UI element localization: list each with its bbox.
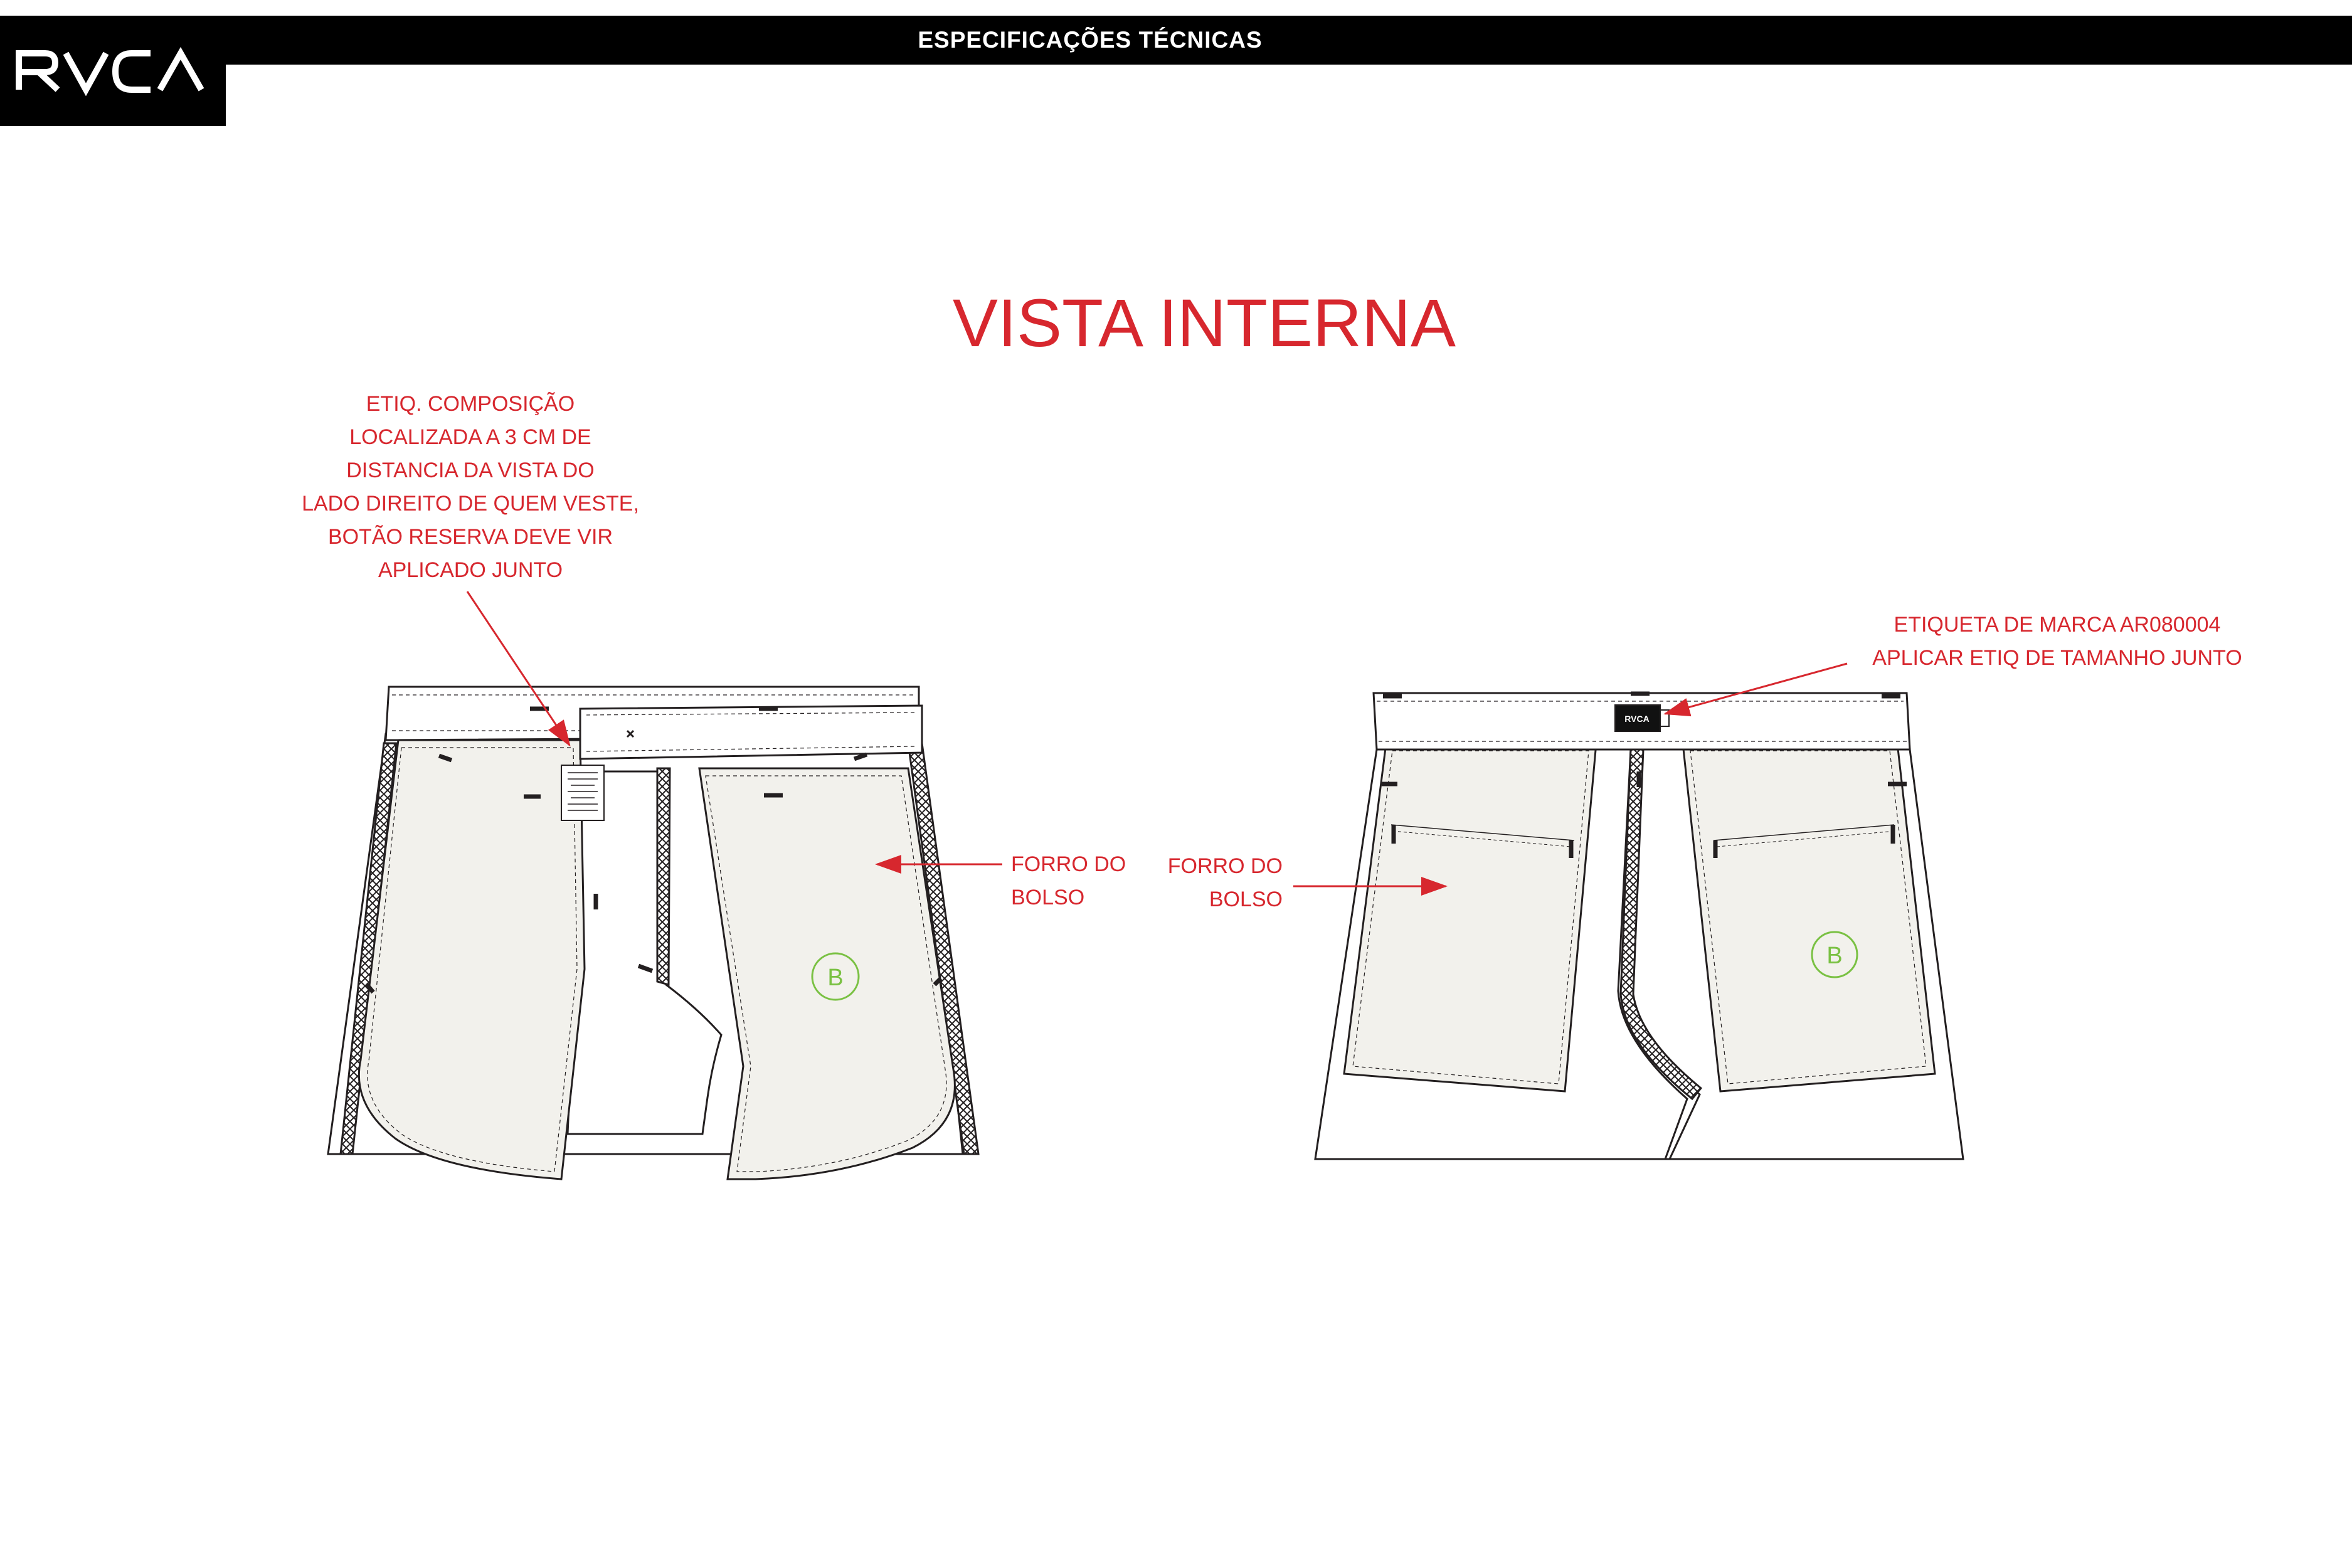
front-b-badge-label: B <box>827 965 843 991</box>
front-button-icon <box>626 729 635 738</box>
front-fly-zipper <box>656 767 671 986</box>
brand-label-arrow <box>1663 662 1848 717</box>
front-inner-view: B <box>327 591 1002 1180</box>
back-brand-label-icon: RVCA <box>1614 704 1670 732</box>
composition-label-icon <box>561 765 605 821</box>
back-pocket-lining-note: FORRO DO BOLSO <box>1167 854 1283 911</box>
brand-logo <box>0 16 226 126</box>
back-inner-view: RVCA B <box>1293 662 1964 1160</box>
back-left-pocket-lining <box>1343 742 1597 1093</box>
front-left-pocket-lining <box>358 739 586 1180</box>
brand-label-note: ETIQUETA DE MARCA AR080004 APLICAR ETIQ … <box>1872 613 2242 670</box>
back-b-badge-icon <box>1811 931 1858 978</box>
page-title: VISTA INTERNA <box>952 285 1456 361</box>
header-bar: ESPECIFICAÇÕES TÉCNICAS <box>0 16 2352 65</box>
front-b-badge-icon <box>811 952 860 1001</box>
composition-label-note: ETIQ. COMPOSIÇÃO LOCALIZADA A 3 CM DE DI… <box>302 392 639 582</box>
rvca-logo-icon <box>16 46 204 97</box>
front-pocket-lining-note: FORRO DO BOLSO <box>1011 852 1126 909</box>
composition-arrow <box>466 591 571 747</box>
back-brand-label-text: RVCA <box>1624 714 1649 724</box>
section-title: ESPECIFICAÇÕES TÉCNICAS <box>918 27 1263 53</box>
left-side-seam <box>339 742 398 1155</box>
back-b-badge-label: B <box>1826 943 1842 969</box>
bartacks <box>365 706 943 994</box>
back-bartacks <box>1382 691 1907 858</box>
back-right-pocket-lining <box>1682 742 1936 1093</box>
back-center-seam <box>1619 748 1703 1101</box>
